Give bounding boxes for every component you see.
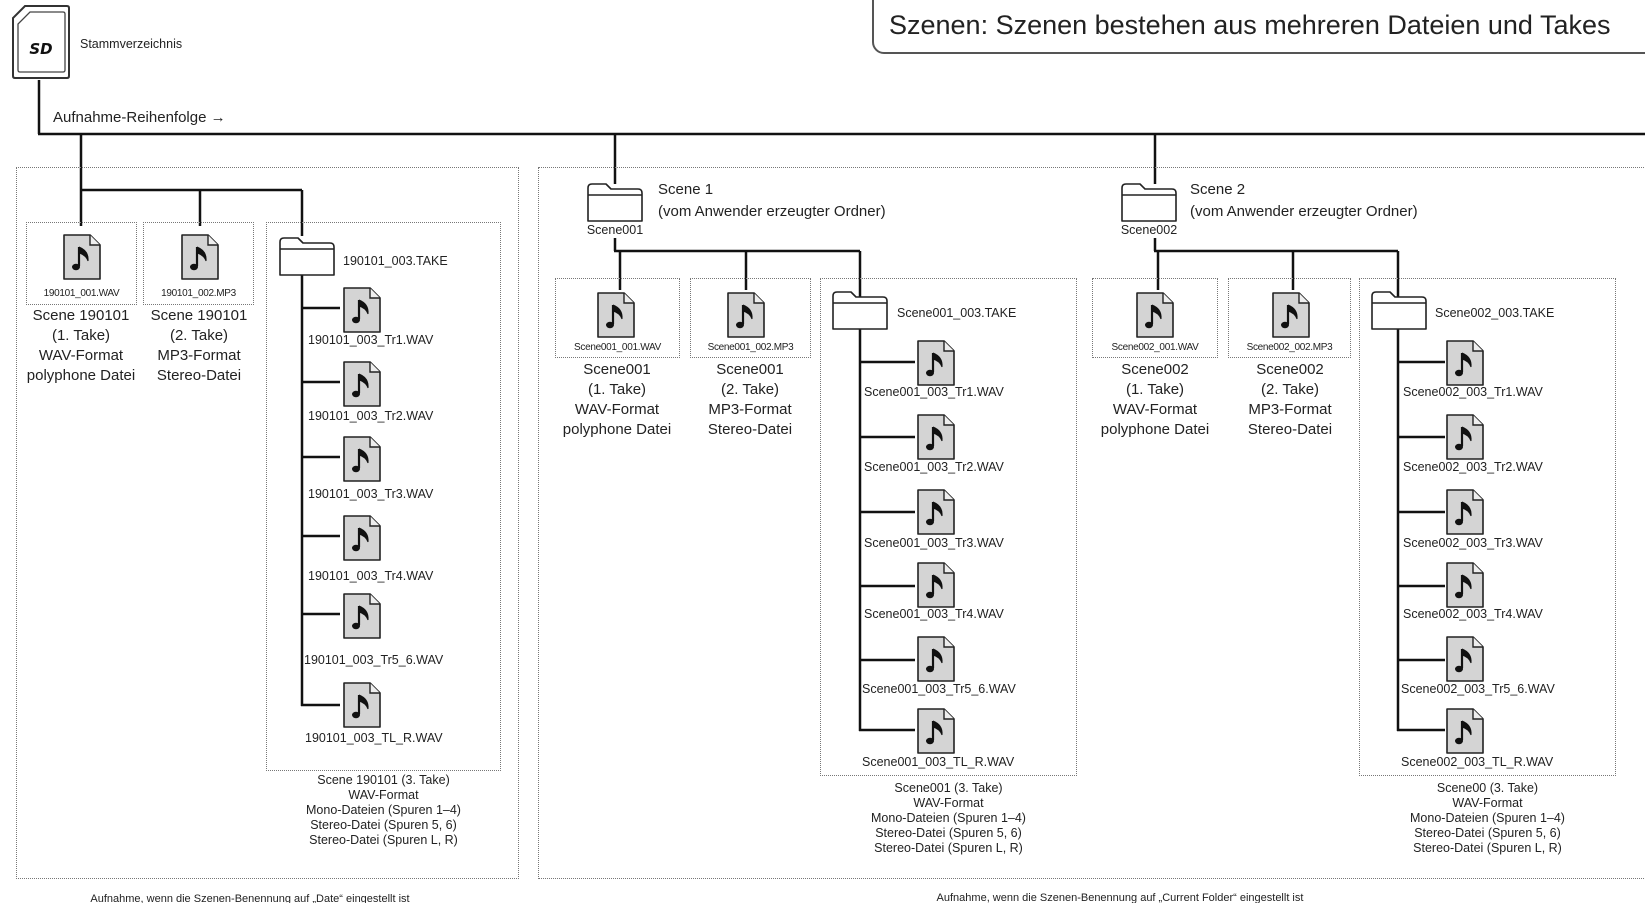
- folder-section-box: [538, 167, 1645, 879]
- file-name[interactable]: 190101_003_Tr3.WAV: [308, 487, 434, 501]
- file-box: [690, 278, 811, 358]
- music-file-icon: [917, 636, 955, 687]
- take-folder-box: [266, 222, 501, 771]
- take-folder-box: [820, 278, 1077, 776]
- file-name[interactable]: Scene001_003_Tr2.WAV: [864, 460, 1004, 474]
- music-file-icon: [917, 562, 955, 613]
- music-file-icon: [727, 292, 765, 343]
- music-file-icon: [1446, 708, 1484, 759]
- file-name[interactable]: 190101_003_Tr4.WAV: [308, 569, 434, 583]
- file-name[interactable]: Scene001_003_Tr4.WAV: [864, 607, 1004, 621]
- scene-title: Scene 2: [1190, 181, 1246, 198]
- file-name: Scene002_001.WAV: [1111, 342, 1199, 353]
- file-box: [143, 222, 254, 305]
- folder-name: Scene001_003.TAKE: [897, 306, 1017, 320]
- folder-name: 190101_003.TAKE: [343, 254, 448, 268]
- music-file-icon: [343, 436, 381, 487]
- music-file-icon: [343, 682, 381, 733]
- folder-icon: [279, 236, 335, 281]
- file-name: 190101_001.WAV: [43, 288, 120, 299]
- music-file-icon: [1136, 292, 1174, 343]
- music-file-icon: [343, 515, 381, 566]
- file-name: Scene001_001.WAV: [574, 342, 661, 353]
- sd-card-icon: SD: [12, 5, 70, 79]
- date-section-note: Aufnahme, wenn die Szenen-Benennung auf …: [90, 893, 410, 903]
- folder-icon: [832, 290, 888, 335]
- scene-subtitle: (vom Anwender erzeugter Ordner): [658, 203, 886, 220]
- folder-icon: [1371, 290, 1427, 335]
- file-name[interactable]: Scene002_003_TL_R.WAV: [1401, 755, 1554, 769]
- title-box: [872, 0, 1645, 54]
- recording-order-label: Aufnahme-Reihenfolge →: [53, 109, 226, 126]
- file-box: [1228, 278, 1351, 358]
- folder-section-note: Aufnahme, wenn die Szenen-Benennung auf …: [936, 892, 1304, 903]
- music-file-icon: [1446, 414, 1484, 465]
- file-name[interactable]: Scene002_003_Tr5_6.WAV: [1401, 682, 1555, 696]
- folder-icon: [1121, 182, 1177, 227]
- music-file-icon: [343, 593, 381, 644]
- file-name[interactable]: 190101_003_TL_R.WAV: [305, 731, 443, 745]
- music-file-icon: [597, 292, 635, 343]
- file-name[interactable]: Scene001_003_Tr5_6.WAV: [862, 682, 1016, 696]
- music-file-icon: [1272, 292, 1310, 343]
- file-box: [1092, 278, 1218, 358]
- take-folder-box: [1359, 278, 1616, 776]
- music-file-icon: [1446, 636, 1484, 687]
- file-name[interactable]: Scene001_003_Tr1.WAV: [864, 385, 1004, 399]
- file-name[interactable]: Scene002_003_Tr1.WAV: [1403, 385, 1543, 399]
- file-name[interactable]: 190101_003_Tr2.WAV: [308, 409, 434, 423]
- music-file-icon: [181, 234, 219, 285]
- file-name[interactable]: 190101_003_Tr5_6.WAV: [304, 653, 444, 667]
- file-name[interactable]: Scene002_003_Tr3.WAV: [1403, 536, 1543, 550]
- music-file-icon: [63, 234, 101, 285]
- folder-name: Scene001: [586, 223, 644, 237]
- root-label: Stammverzeichnis: [80, 37, 183, 51]
- date-section-box: [16, 167, 519, 879]
- folder-name: Scene002: [1120, 223, 1178, 237]
- page-title: Szenen: Szenen bestehen aus mehreren Dat…: [889, 10, 1611, 40]
- music-file-icon: [1446, 489, 1484, 540]
- music-file-icon: [917, 340, 955, 391]
- file-box: [555, 278, 680, 358]
- file-name[interactable]: 190101_003_Tr1.WAV: [308, 333, 434, 347]
- music-file-icon: [917, 489, 955, 540]
- music-file-icon: [343, 361, 381, 412]
- file-name[interactable]: Scene001_003_Tr3.WAV: [864, 536, 1004, 550]
- music-file-icon: [343, 287, 381, 338]
- file-box: [26, 222, 137, 305]
- svg-text:SD: SD: [29, 40, 52, 58]
- music-file-icon: [1446, 562, 1484, 613]
- music-file-icon: [917, 414, 955, 465]
- scene-title: Scene 1: [658, 181, 714, 198]
- file-name: Scene002_002.MP3: [1246, 342, 1333, 353]
- file-name: Scene001_002.MP3: [707, 342, 794, 353]
- music-file-icon: [917, 708, 955, 759]
- file-name: 190101_002.MP3: [161, 288, 236, 299]
- file-name[interactable]: Scene002_003_Tr4.WAV: [1403, 607, 1543, 621]
- file-name[interactable]: Scene001_003_TL_R.WAV: [862, 755, 1015, 769]
- scene-subtitle: (vom Anwender erzeugter Ordner): [1190, 203, 1418, 220]
- music-file-icon: [1446, 340, 1484, 391]
- file-name[interactable]: Scene002_003_Tr2.WAV: [1403, 460, 1543, 474]
- folder-icon: [587, 182, 643, 227]
- folder-name: Scene002_003.TAKE: [1435, 306, 1555, 320]
